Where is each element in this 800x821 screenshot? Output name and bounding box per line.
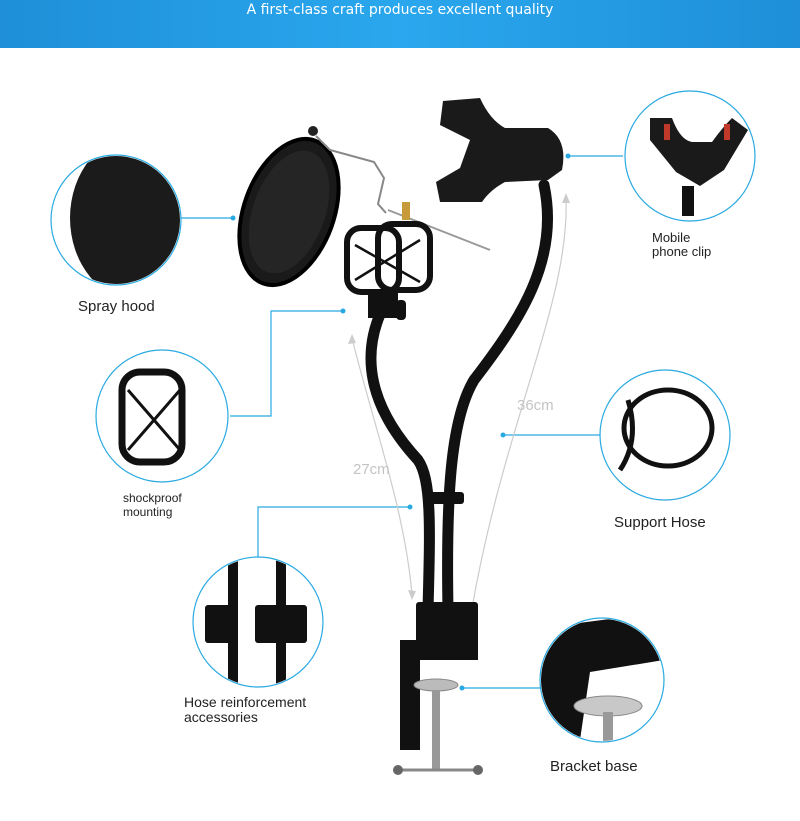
gooseneck-arms <box>365 179 554 616</box>
clamp-base <box>393 602 483 775</box>
shockproof-detail <box>118 368 186 466</box>
top-banner: A first-class craft produces excellent q… <box>0 0 800 48</box>
dimension-short-arm: 27cm <box>353 461 390 478</box>
pop-filter <box>237 126 491 288</box>
phone-clip <box>436 98 564 202</box>
label-bracket-base: Bracket base <box>550 758 638 775</box>
dimension-arrows <box>351 197 567 609</box>
label-support-hose: Support Hose <box>614 514 706 531</box>
label-phone-clip: Mobile phone clip <box>652 230 712 259</box>
banner-title: A first-class craft produces excellent q… <box>246 2 554 18</box>
label-spray-hood: Spray hood <box>78 298 155 315</box>
phone-clip-detail <box>650 118 748 216</box>
shock-mount <box>344 221 433 295</box>
label-shockproof: shockproof mounting <box>123 491 182 519</box>
label-reinforcement: Hose reinforcement accessories <box>184 694 307 725</box>
dimension-long-arm: 36cm <box>517 397 554 414</box>
bracket-base-detail <box>541 619 663 741</box>
leader-lines <box>181 155 623 689</box>
reinforcement-detail <box>205 558 307 686</box>
support-hose-detail <box>617 387 715 472</box>
